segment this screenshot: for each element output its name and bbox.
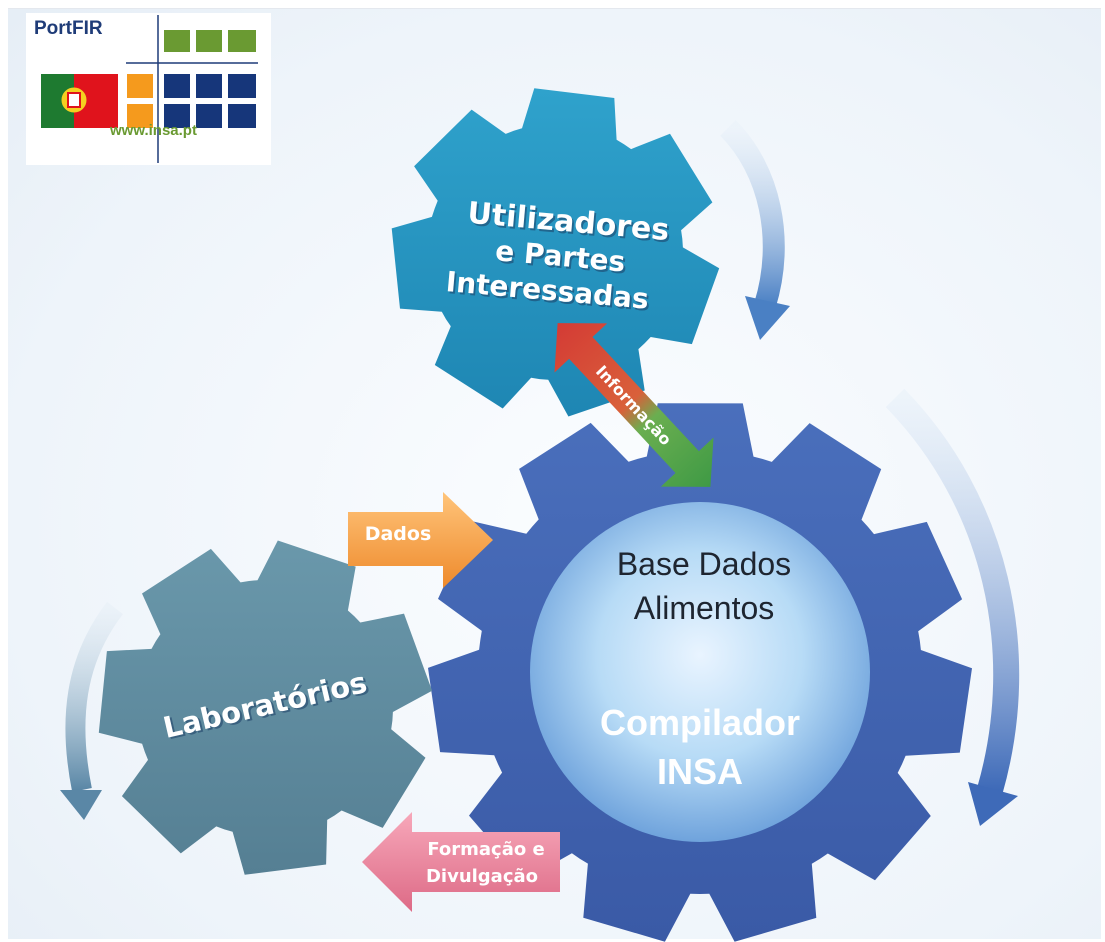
data-arrow-label: Dados [365, 523, 432, 545]
logo-graphic [41, 15, 258, 163]
logo-title: PortFIR [34, 18, 103, 39]
data-arrow: Dados [348, 492, 493, 588]
top-gear [391, 88, 720, 417]
core-label-line2: Alimentos [634, 590, 775, 626]
portfir-logo [26, 13, 271, 165]
training-arrow-label-line1: Formação e [427, 839, 544, 860]
rotation-arrow-top-icon [720, 120, 790, 340]
logo-url: www.insa.pt [110, 122, 197, 139]
core-label-line1: Base Dados [617, 546, 791, 582]
training-arrow-label-line2: Divulgação [426, 866, 538, 887]
core-label-line4: INSA [657, 751, 743, 792]
training-arrow: Formação e Divulgação [362, 812, 560, 912]
database-core [530, 502, 870, 842]
rotation-arrow-right-icon [885, 388, 1020, 826]
rotation-arrow-left-icon [60, 601, 123, 820]
left-gear [98, 540, 433, 875]
core-label-line3: Compilador [600, 702, 800, 743]
